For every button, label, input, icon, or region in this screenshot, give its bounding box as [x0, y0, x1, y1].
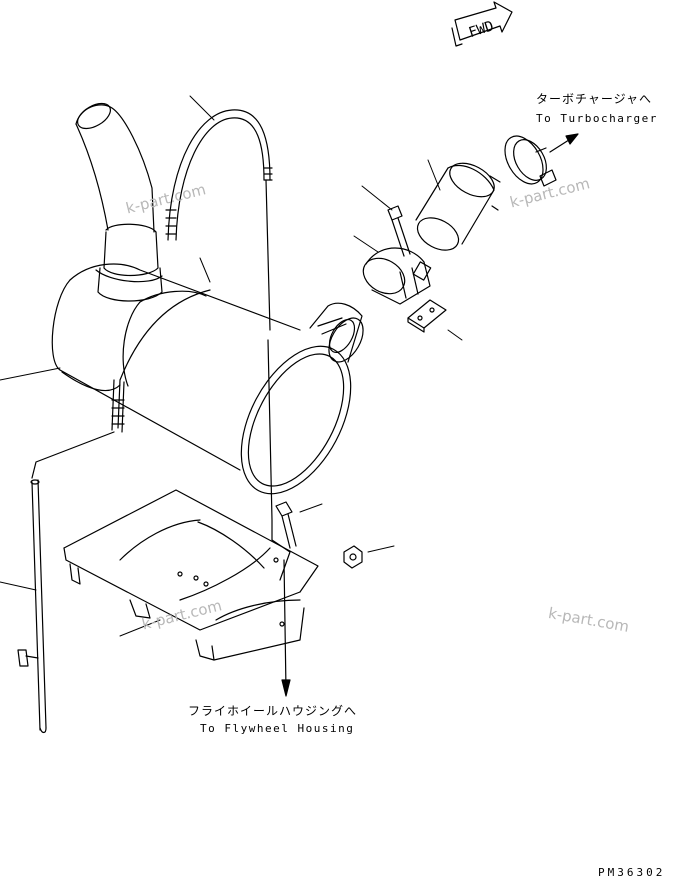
muffler — [51, 263, 352, 495]
bracket-bolt — [275, 501, 297, 549]
flywheel-label-jp: フライホイールハウジングへ — [188, 704, 358, 718]
connector-tube — [415, 162, 501, 251]
turbo-arrow — [549, 133, 579, 153]
bracket-nut — [343, 545, 363, 569]
fwd-text: FWD — [467, 18, 496, 41]
hose-clamp — [504, 135, 557, 187]
turbo-label-en: To Turbocharger — [536, 112, 658, 125]
muffler-band — [111, 289, 211, 433]
turbo-label-jp: ターボチャージャへ — [536, 92, 653, 106]
flywheel-arrow — [281, 559, 291, 697]
muffler-outlet — [309, 302, 364, 363]
support-rod — [17, 431, 115, 734]
clamp-band — [362, 247, 432, 305]
clamp-plate — [407, 299, 447, 333]
drawing-code: PM36302 — [598, 866, 666, 879]
fwd-arrow-icon: FWD — [451, 1, 513, 47]
tail-pipe — [75, 102, 163, 302]
clamp-bolt — [387, 205, 411, 257]
leader-lines — [0, 95, 463, 637]
u-bolt-strap — [165, 109, 273, 541]
muffler-bracket — [63, 489, 319, 661]
flywheel-label-en: To Flywheel Housing — [200, 722, 355, 735]
